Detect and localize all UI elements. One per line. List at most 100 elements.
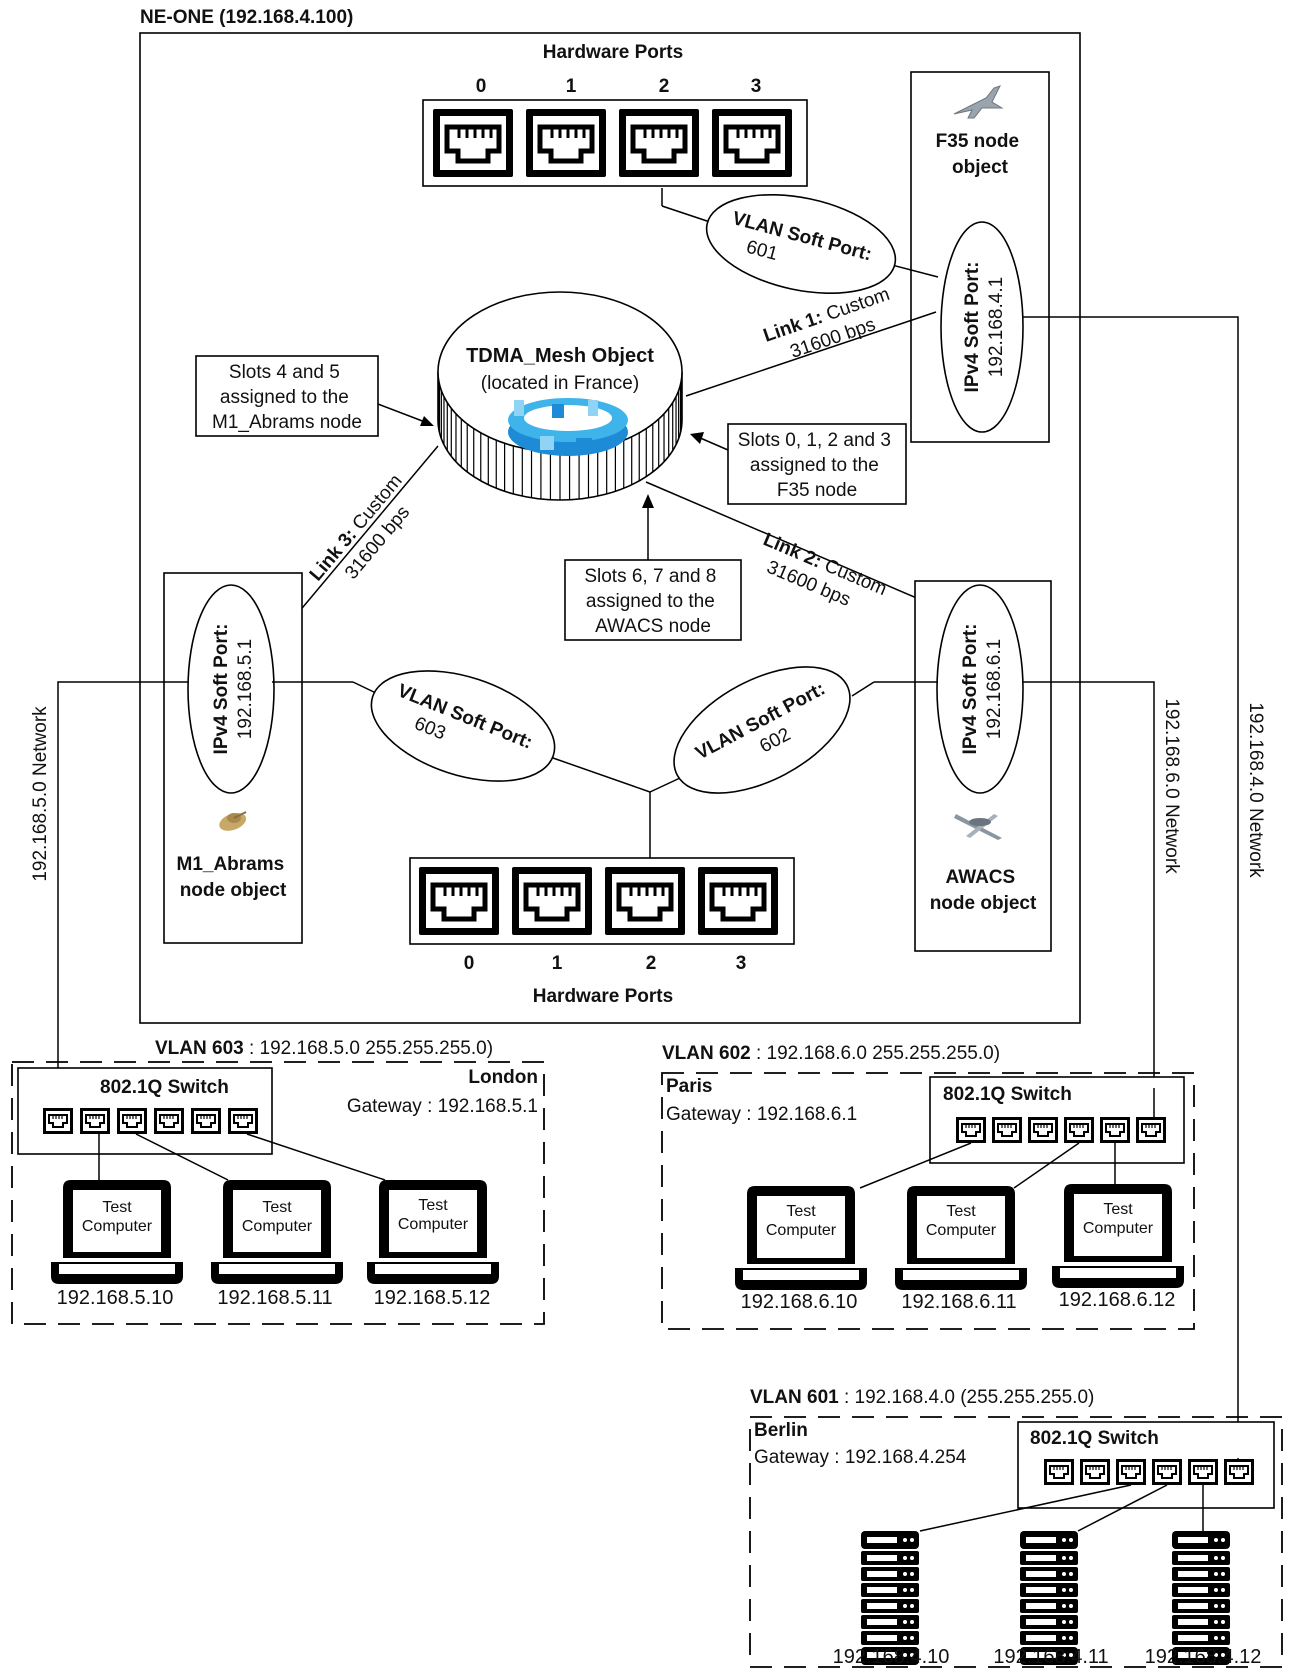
rj45-port-icon[interactable] <box>512 867 592 935</box>
computer-ip: 192.168.5.12 <box>374 1287 491 1309</box>
server-icon <box>861 1531 919 1665</box>
switch-port-icon[interactable] <box>1115 1458 1147 1486</box>
paris-switch-label: 802.1Q Switch <box>943 1084 1072 1105</box>
switch-port-icon[interactable] <box>1079 1458 1111 1486</box>
port-number: 1 <box>552 953 563 974</box>
port-number: 2 <box>646 953 657 974</box>
f35-label-line1: F35 node <box>936 131 1019 152</box>
slots-f35-text: Slots 0, 1, 2 and 3 assigned to the F35 … <box>738 430 896 501</box>
soft-port-ip: 192.168.4.1 <box>986 277 1007 377</box>
switch-port-icon[interactable] <box>1063 1116 1095 1144</box>
switch-port-icon[interactable] <box>1223 1458 1255 1486</box>
hw-ports-top-label: Hardware Ports <box>543 42 683 63</box>
berlin-vlan-box <box>749 1416 1283 1668</box>
soft-port-title: IPv4 Soft Port: <box>211 624 232 755</box>
m1-label-line2: node object <box>180 880 287 901</box>
berlin-gateway: Gateway : 192.168.4.254 <box>754 1447 967 1468</box>
awacs-ipv4-soft-port[interactable] <box>936 584 1024 794</box>
m1-node-label: M1_Abrams node object <box>177 854 290 901</box>
server-ip: 192.168.4.11 <box>993 1646 1108 1668</box>
berlin-server[interactable]: 192.168.4.10 <box>833 1531 950 1668</box>
ne-one-title: NE-ONE (192.168.4.100) <box>140 7 353 28</box>
vlan-602-soft-port[interactable] <box>654 641 870 819</box>
rj45-port-icon[interactable] <box>712 109 792 177</box>
server-icon <box>1020 1531 1078 1665</box>
port-number: 0 <box>476 76 487 97</box>
rj45-port-icon[interactable] <box>698 867 778 935</box>
switch-port-icon[interactable] <box>1099 1116 1131 1144</box>
vlan-603-soft-port[interactable] <box>358 650 569 802</box>
m1-label-line1: M1_Abrams <box>177 854 285 875</box>
switch-port-icon[interactable] <box>955 1116 987 1144</box>
awacs-node-label: AWACS node object <box>930 867 1037 914</box>
rj45-port-icon[interactable] <box>605 867 685 935</box>
slots-m1-text: Slots 4 and 5 assigned to the M1_Abrams … <box>212 362 362 433</box>
slots-awacs-text: Slots 6, 7 and 8 assigned to the AWACS n… <box>584 566 721 637</box>
m1-soft-port-text: IPv4 Soft Port: 192.168.5.1 <box>211 624 256 755</box>
f35-ipv4-soft-port[interactable] <box>940 221 1024 433</box>
rj45-port-icon[interactable] <box>619 109 699 177</box>
switch-port-icon[interactable] <box>1187 1458 1219 1486</box>
tank-icon <box>219 811 247 831</box>
vlan-601-soft-port[interactable] <box>698 179 905 309</box>
rj45-port-icon[interactable] <box>526 109 606 177</box>
f35-node-label: F35 node object <box>936 131 1025 178</box>
tdma-subtitle: (located in France) <box>481 373 639 394</box>
port-number: 3 <box>751 76 762 97</box>
rj45-port-icon[interactable] <box>433 109 513 177</box>
rj45-port-icon[interactable] <box>419 867 499 935</box>
switch-port-icon[interactable] <box>1151 1458 1183 1486</box>
tdma-title: TDMA_Mesh Object <box>466 345 654 367</box>
london-city: London <box>468 1067 538 1088</box>
net5-label: 192.168.5.0 Network <box>30 706 51 882</box>
switch-port-icon[interactable] <box>1043 1458 1075 1486</box>
computer-ip: 192.168.6.11 <box>901 1291 1016 1313</box>
switch-port-icon[interactable] <box>190 1107 222 1135</box>
berlin-server[interactable]: 192.168.4.12 <box>1145 1531 1262 1668</box>
london-vlan-header: VLAN 603 : 192.168.5.0 255.255.255.0) <box>155 1038 493 1059</box>
slots-m1-box <box>195 355 379 437</box>
hw-ports-top-numbers: 0 1 2 3 <box>476 76 762 97</box>
slots-f35-box <box>727 423 907 505</box>
soft-port-title: IPv4 Soft Port: <box>960 624 981 755</box>
net5-text: 192.168.5.0 Network <box>30 706 51 882</box>
switch-port-icon[interactable] <box>991 1116 1023 1144</box>
switch-port-icon[interactable] <box>1027 1116 1059 1144</box>
jet-icon <box>953 85 1004 119</box>
net4-label: 192.168.4.0 Network <box>1245 702 1266 878</box>
tdma-ring-icon <box>508 398 628 456</box>
computer-ip: 192.168.6.10 <box>741 1291 858 1313</box>
computer-ip: 192.168.5.10 <box>57 1287 174 1309</box>
switch-port-icon[interactable] <box>153 1107 185 1135</box>
net6-text: 192.168.6.0 Network <box>1161 698 1182 874</box>
berlin-server[interactable]: 192.168.4.11 <box>993 1531 1109 1668</box>
server-icon <box>1172 1531 1230 1665</box>
switch-port-icon[interactable] <box>116 1107 148 1135</box>
hw-ports-bottom-label: Hardware Ports <box>533 986 673 1007</box>
switch-port-icon[interactable] <box>79 1107 111 1135</box>
port-number: 1 <box>566 76 577 97</box>
tdma-mesh-object[interactable] <box>437 291 683 501</box>
computer-ip: 192.168.6.12 <box>1059 1289 1176 1311</box>
paris-vlan-box <box>661 1072 1195 1330</box>
m1-ipv4-soft-port[interactable] <box>187 584 275 794</box>
switch-port-icon[interactable] <box>227 1107 259 1135</box>
paris-vlan-header: VLAN 602 : 192.168.6.0 255.255.255.0) <box>662 1043 1000 1064</box>
switch-port-icon[interactable] <box>42 1107 74 1135</box>
berlin-city: Berlin <box>754 1420 808 1441</box>
f35-label-line2: object <box>952 157 1009 178</box>
f35-soft-port-text: IPv4 Soft Port: 192.168.4.1 <box>962 262 1007 393</box>
awacs-plane-icon <box>954 814 1002 840</box>
switch-port-icon[interactable] <box>1135 1116 1167 1144</box>
